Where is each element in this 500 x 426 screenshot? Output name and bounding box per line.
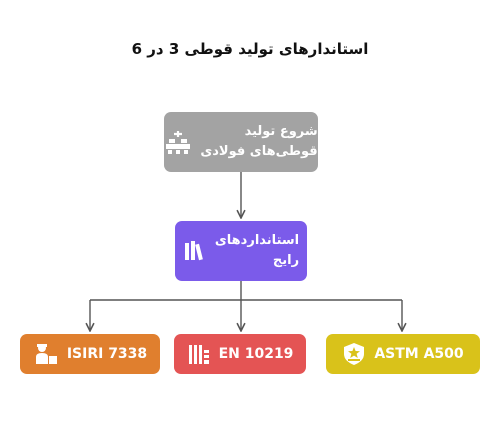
en-label: EN 10219 xyxy=(218,346,294,362)
production-line-icon xyxy=(164,128,192,156)
astm-label: ASTM A500 xyxy=(374,346,464,362)
books-icon xyxy=(183,239,207,263)
diagram-title: استاندارهای تولید قوطی 3 در 6 xyxy=(131,40,369,58)
start-label-line2: قوطی‌های فولادی xyxy=(200,144,318,159)
standards-label-line2: رایج xyxy=(272,253,300,268)
standards-label-line1: استانداردهای xyxy=(214,233,300,248)
node-en-10219[interactable]: EN 10219 xyxy=(174,334,306,374)
start-label-line1: شروع تولید xyxy=(244,124,318,139)
node-isiri-7338[interactable]: ISIRI 7338 xyxy=(20,334,160,374)
node-astm-a500[interactable]: ASTM A500 xyxy=(326,334,480,374)
worker-icon xyxy=(33,342,59,366)
node-common-standards[interactable]: استانداردهای رایج xyxy=(175,221,307,281)
node-start-production[interactable]: شروع تولید قوطی‌های فولادی xyxy=(164,112,318,172)
isiri-label: ISIRI 7338 xyxy=(66,346,148,362)
shield-badge-icon xyxy=(342,342,366,366)
eu-building-icon xyxy=(187,342,211,366)
